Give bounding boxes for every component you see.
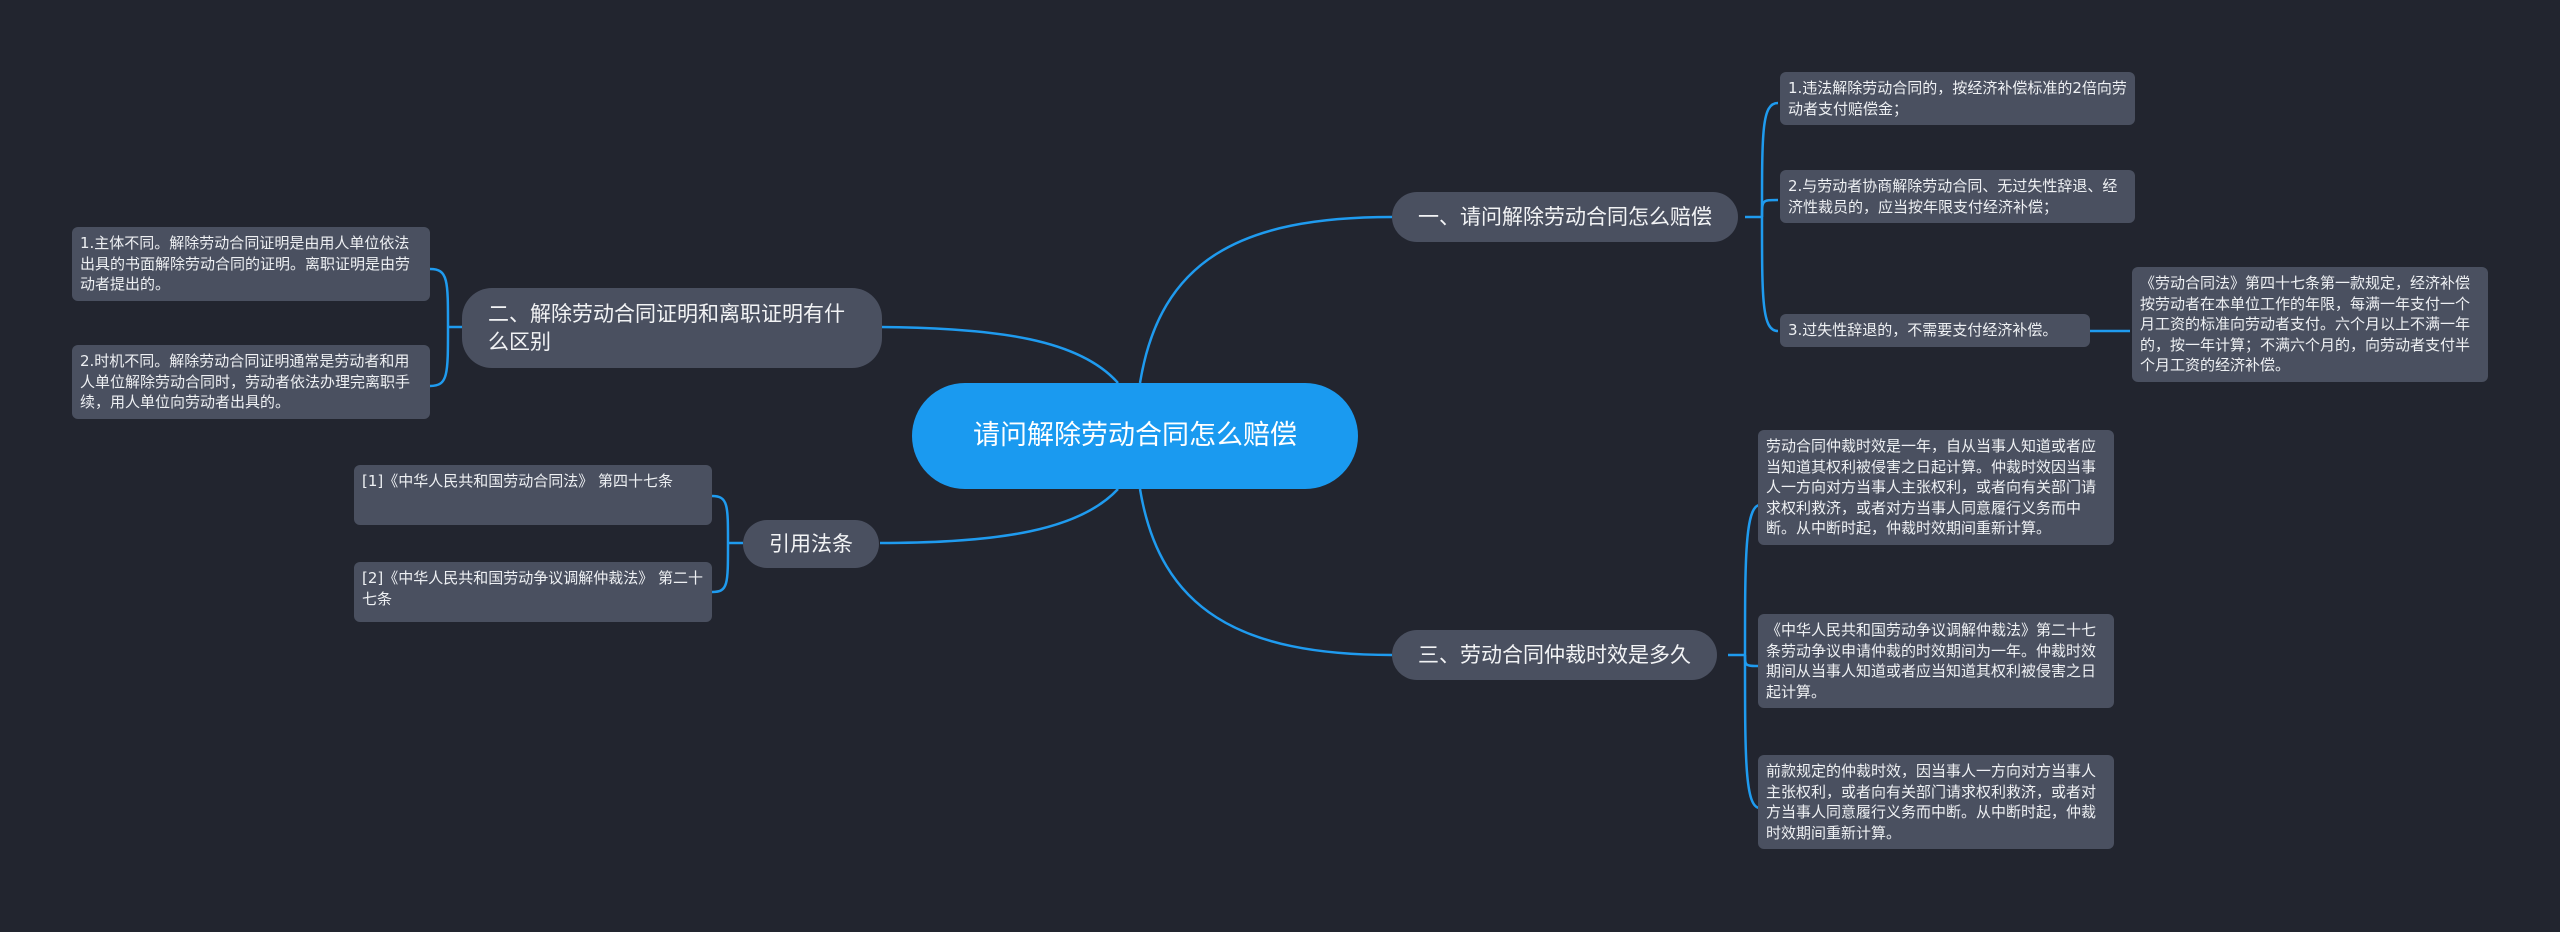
leaf-arbitration-one-year[interactable]: 劳动合同仲裁时效是一年，自从当事人知道或者应当知道其权利被侵害之日起计算。仲裁时… [1758, 430, 2114, 545]
citation-1[interactable]: [1]《中华人民共和国劳动合同法》 第四十七条 [354, 465, 712, 525]
leaf-text: 3.过失性辞退的，不需要支付经济补偿。 [1788, 321, 2058, 339]
branch-label: 引用法条 [769, 532, 853, 556]
leaf-subject-difference[interactable]: 1.主体不同。解除劳动合同证明是由用人单位依法出具的书面解除劳动合同的证明。离职… [72, 227, 430, 301]
branch-label: 一、请问解除劳动合同怎么赔偿 [1418, 205, 1712, 229]
branch-label: 二、解除劳动合同证明和离职证明有什么区别 [488, 302, 845, 354]
leaf-interruption[interactable]: 前款规定的仲裁时效，因当事人一方向对方当事人主张权利，或者向有关部门请求权利救济… [1758, 755, 2114, 849]
branch-certificate-difference[interactable]: 二、解除劳动合同证明和离职证明有什么区别 [462, 288, 882, 368]
leaf-text: 2.与劳动者协商解除劳动合同、无过失性辞退、经济性裁员的，应当按年限支付经济补偿… [1788, 177, 2118, 216]
leaf-text: 前款规定的仲裁时效，因当事人一方向对方当事人主张权利，或者向有关部门请求权利救济… [1766, 762, 2097, 842]
branch-label: 三、劳动合同仲裁时效是多久 [1418, 643, 1691, 667]
branch-arbitration-limitation[interactable]: 三、劳动合同仲裁时效是多久 [1392, 630, 1717, 680]
root-topic[interactable]: 请问解除劳动合同怎么赔偿 [912, 383, 1358, 489]
branch-cited-laws[interactable]: 引用法条 [743, 520, 879, 568]
branch-compensation[interactable]: 一、请问解除劳动合同怎么赔偿 [1392, 192, 1738, 242]
leaf-fault-dismissal[interactable]: 3.过失性辞退的，不需要支付经济补偿。 [1780, 314, 2090, 347]
leaf-illegal-termination[interactable]: 1.违法解除劳动合同的，按经济补偿标准的2倍向劳动者支付赔偿金； [1780, 72, 2135, 125]
leaf-text: 劳动合同仲裁时效是一年，自从当事人知道或者应当知道其权利被侵害之日起计算。仲裁时… [1766, 437, 2097, 537]
leaf-negotiated-termination[interactable]: 2.与劳动者协商解除劳动合同、无过失性辞退、经济性裁员的，应当按年限支付经济补偿… [1780, 170, 2135, 223]
leaf-text: 2.时机不同。解除劳动合同证明通常是劳动者和用人单位解除劳动合同时，劳动者依法办… [80, 352, 411, 411]
citation-2[interactable]: [2]《中华人民共和国劳动争议调解仲裁法》 第二十七条 [354, 562, 712, 622]
leaf-arbitration-law-27[interactable]: 《中华人民共和国劳动争议调解仲裁法》第二十七条劳动争议申请仲裁的时效期间为一年。… [1758, 614, 2114, 708]
leaf-timing-difference[interactable]: 2.时机不同。解除劳动合同证明通常是劳动者和用人单位解除劳动合同时，劳动者依法办… [72, 345, 430, 419]
leaf-text: 《中华人民共和国劳动争议调解仲裁法》第二十七条劳动争议申请仲裁的时效期间为一年。… [1766, 621, 2097, 701]
leaf-article-47[interactable]: 《劳动合同法》第四十七条第一款规定，经济补偿按劳动者在本单位工作的年限，每满一年… [2132, 267, 2488, 382]
leaf-text: [1]《中华人民共和国劳动合同法》 第四十七条 [362, 472, 674, 490]
root-topic-label: 请问解除劳动合同怎么赔偿 [973, 420, 1297, 451]
leaf-text: 《劳动合同法》第四十七条第一款规定，经济补偿按劳动者在本单位工作的年限，每满一年… [2140, 274, 2471, 374]
leaf-text: 1.主体不同。解除劳动合同证明是由用人单位依法出具的书面解除劳动合同的证明。离职… [80, 234, 411, 293]
leaf-text: 1.违法解除劳动合同的，按经济补偿标准的2倍向劳动者支付赔偿金； [1788, 79, 2127, 118]
leaf-text: [2]《中华人民共和国劳动争议调解仲裁法》 第二十七条 [362, 569, 704, 608]
